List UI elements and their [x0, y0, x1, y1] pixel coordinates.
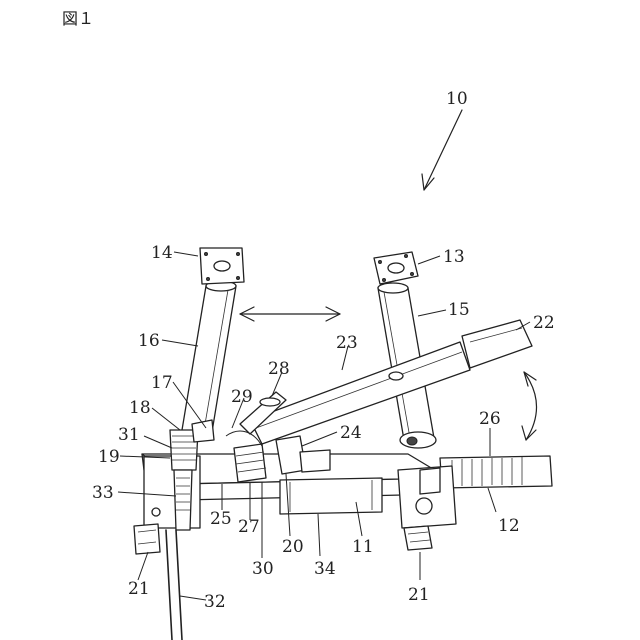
label-33: 33	[92, 483, 114, 503]
label-13: 13	[443, 247, 465, 267]
label-16: 16	[138, 331, 160, 351]
mount-plate-14	[200, 248, 244, 284]
label-27: 27	[238, 517, 260, 537]
pivot-direction-arrow	[522, 372, 537, 440]
rail-12	[440, 456, 552, 488]
label-14: 14	[151, 243, 173, 263]
mount-plate-13	[374, 252, 418, 284]
label-18: 18	[129, 398, 151, 418]
label-23: 23	[336, 333, 358, 353]
label-11: 11	[352, 537, 374, 557]
label-29: 29	[231, 387, 253, 407]
label-24: 24	[340, 423, 362, 443]
label-12: 12	[498, 516, 520, 536]
column-16	[182, 281, 236, 432]
assembly-pointer-arrow	[422, 110, 462, 190]
label-31: 31	[118, 425, 140, 445]
label-10: 10	[446, 89, 468, 109]
caster-right-21	[404, 526, 432, 550]
slide-direction-arrow	[240, 307, 340, 321]
label-28: 28	[268, 359, 290, 379]
label-17: 17	[151, 373, 173, 393]
label-21-right: 21	[408, 585, 430, 605]
bracket-right	[398, 466, 456, 528]
label-25: 25	[210, 509, 232, 529]
cable-32	[166, 530, 182, 640]
label-15: 15	[448, 300, 470, 320]
label-26: 26	[479, 409, 501, 429]
label-22: 22	[533, 313, 555, 333]
caster-left-21	[134, 524, 160, 554]
label-30: 30	[252, 559, 274, 579]
label-19: 19	[98, 447, 120, 467]
label-20: 20	[282, 537, 304, 557]
figure-title: 図１	[62, 9, 94, 28]
label-32: 32	[204, 592, 226, 612]
label-21-left: 21	[128, 579, 150, 599]
label-34: 34	[314, 559, 336, 579]
